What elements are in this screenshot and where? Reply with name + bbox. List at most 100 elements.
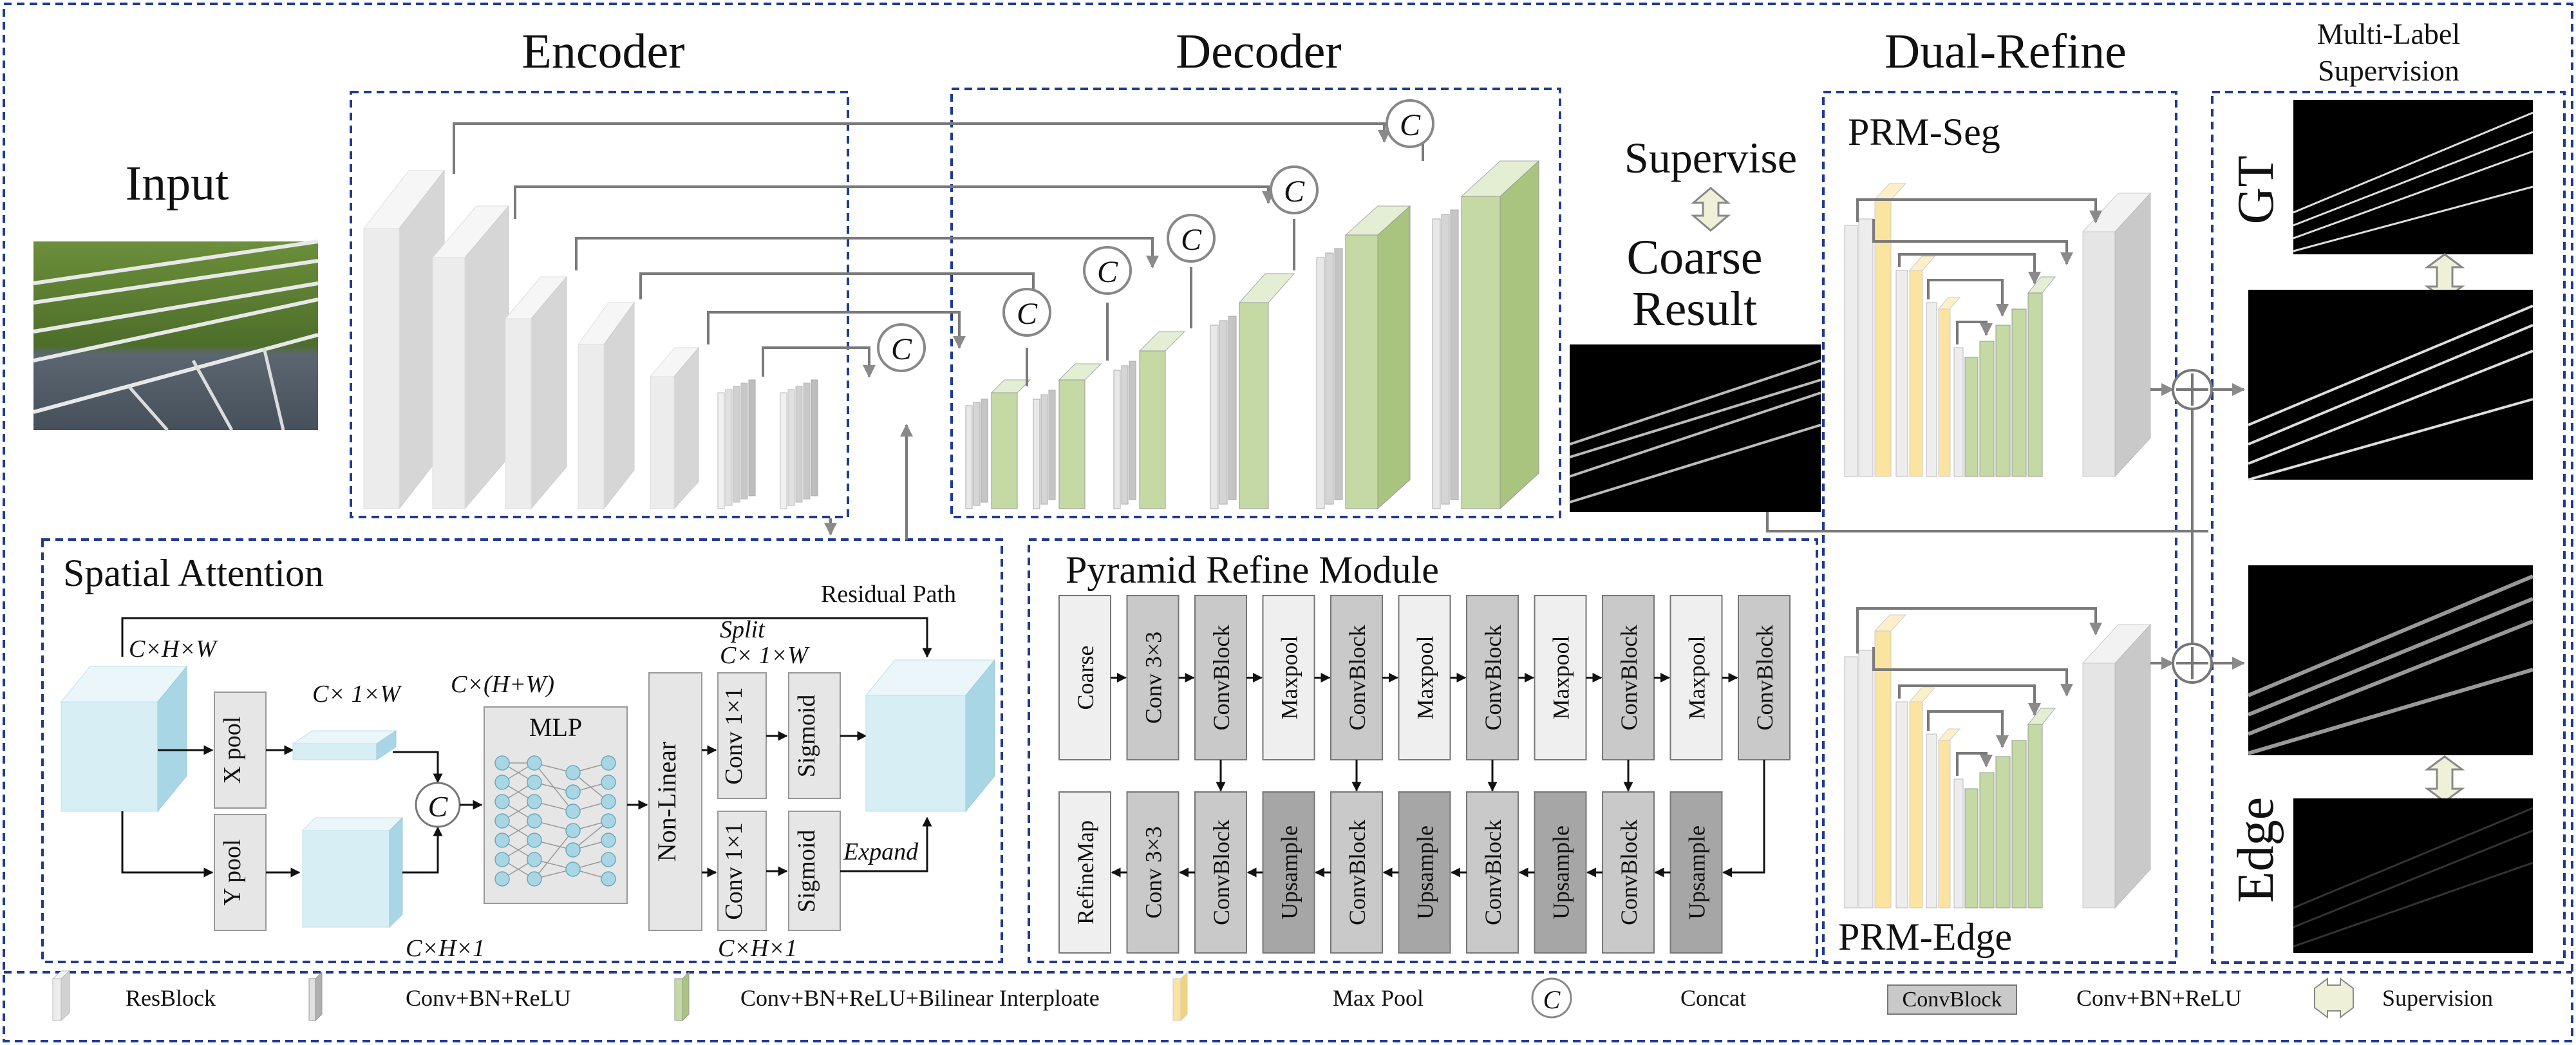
x-pool-feature bbox=[292, 730, 397, 760]
prm-top-box-10: ConvBlock bbox=[1738, 595, 1791, 760]
svg-text:Conv 1×1: Conv 1×1 bbox=[720, 687, 747, 784]
prm-bottom-box-1: Conv 3×3 bbox=[1126, 791, 1180, 954]
legend-supervision: Supervision bbox=[2314, 977, 2493, 1019]
prm-bottom-box-4: ConvBlock bbox=[1330, 791, 1383, 954]
svg-text:C: C bbox=[1097, 255, 1118, 289]
prm-top-box-3: Maxpool bbox=[1262, 595, 1315, 760]
svg-text:Supervision: Supervision bbox=[2382, 985, 2493, 1011]
svg-text:Conv 1×1: Conv 1×1 bbox=[720, 822, 747, 919]
svg-text:C: C bbox=[891, 332, 912, 366]
prm-top-box-2: ConvBlock bbox=[1194, 595, 1247, 760]
decoder-stage-3 bbox=[1113, 331, 1186, 509]
prm-bottom-label-8: ConvBlock bbox=[1616, 820, 1642, 925]
dim-ch1b: C×H×1 bbox=[718, 935, 797, 962]
decoder-stage-1 bbox=[965, 379, 1031, 509]
svg-text:MLP: MLP bbox=[529, 713, 582, 742]
conv1x1-bottom: Conv 1×1 bbox=[717, 811, 767, 931]
prm-top-label-9: Maxpool bbox=[1684, 636, 1710, 720]
prm-bottom-label-7: Upsample bbox=[1548, 825, 1574, 919]
concat-node-2: C bbox=[1270, 165, 1319, 214]
prm-bottom-label-4: ConvBlock bbox=[1344, 820, 1370, 925]
input-title: Input bbox=[126, 156, 229, 211]
sum-node-edge bbox=[2172, 643, 2213, 684]
prm-bottom-label-9: Upsample bbox=[1684, 825, 1710, 919]
residual-path bbox=[121, 617, 932, 658]
svg-text:C: C bbox=[1543, 985, 1561, 1014]
encoder-resblock-1 bbox=[362, 169, 446, 510]
supervision-arrow-coarse bbox=[1690, 187, 1731, 232]
sum-nodes bbox=[2150, 369, 2245, 684]
prm-bottom-box-7: Upsample bbox=[1534, 791, 1587, 954]
dual-refine-frame bbox=[1822, 91, 2177, 964]
prm-bottom-label-6: ConvBlock bbox=[1480, 820, 1506, 925]
prm-top-box-0: Coarse bbox=[1058, 595, 1111, 760]
legend-conv-bilinear: Conv+BN+ReLU+Bilinear Interploate bbox=[674, 971, 1100, 1022]
svg-text:Max Pool: Max Pool bbox=[1333, 985, 1424, 1011]
pyramid-refine-frame bbox=[1028, 538, 1818, 963]
svg-text:Y pool: Y pool bbox=[219, 839, 246, 905]
legend-conv-bn-relu: Conv+BN+ReLU bbox=[308, 971, 571, 1022]
prm-seg-label: PRM-Seg bbox=[1848, 111, 2000, 153]
residual-path-label: Residual Path bbox=[821, 581, 956, 608]
encoder-resblock-4 bbox=[578, 301, 635, 510]
svg-text:Conv+BN+ReLU+Bilinear Interplo: Conv+BN+ReLU+Bilinear Interploate bbox=[740, 985, 1100, 1011]
mlp-box: MLP bbox=[484, 706, 628, 904]
prm-top-label-10: ConvBlock bbox=[1752, 625, 1778, 730]
output-feature-cube bbox=[865, 659, 996, 813]
svg-text:C: C bbox=[1284, 174, 1305, 209]
prm-top-box-8: ConvBlock bbox=[1602, 595, 1655, 760]
non-linear-box: Non-Linear bbox=[648, 672, 702, 931]
prm-top-label-3: Maxpool bbox=[1277, 636, 1302, 720]
decoder-stage-6 bbox=[1432, 160, 1540, 510]
prm-top-label-4: ConvBlock bbox=[1344, 625, 1370, 730]
dim-chw: C×H×W bbox=[129, 635, 218, 663]
svg-text:Conv+BN+ReLU: Conv+BN+ReLU bbox=[406, 985, 571, 1011]
prm-bottom-box-3: Upsample bbox=[1262, 791, 1315, 954]
legend-max-pool: Max Pool bbox=[1172, 971, 1424, 1022]
prm-top-label-5: Maxpool bbox=[1413, 636, 1438, 720]
dual-refine-title: Dual-Refine bbox=[1885, 24, 2127, 79]
svg-text:C: C bbox=[1181, 223, 1202, 257]
encoder-conv-stack-1 bbox=[717, 379, 756, 509]
sigmoid-top: Sigmoid bbox=[788, 672, 841, 799]
prm-top-box-4: ConvBlock bbox=[1330, 595, 1383, 760]
prm-bottom-label-2: ConvBlock bbox=[1208, 820, 1234, 925]
coarse-result-image bbox=[1569, 344, 1821, 512]
gt-label: GT bbox=[2228, 156, 2284, 225]
prm-top-label-2: ConvBlock bbox=[1208, 625, 1234, 730]
svg-text:C: C bbox=[1017, 297, 1038, 331]
decoder-stage-2 bbox=[1033, 363, 1102, 509]
dim-c1w: C× 1×W bbox=[312, 681, 402, 708]
prm-top-label-8: ConvBlock bbox=[1616, 625, 1642, 730]
prm-top-box-6: ConvBlock bbox=[1466, 595, 1519, 760]
prm-bottom-box-8: ConvBlock bbox=[1602, 791, 1655, 954]
prm-bottom-label-1: Conv 3×3 bbox=[1141, 826, 1167, 918]
legend-resblock: ResBlock bbox=[52, 970, 216, 1022]
svg-text:X pool: X pool bbox=[219, 717, 246, 784]
prm-arrows bbox=[1111, 673, 1765, 878]
concat-node-1: C bbox=[1386, 99, 1434, 148]
prm-seg-skips bbox=[1856, 198, 2102, 344]
mlp-nodes bbox=[494, 755, 616, 887]
decoder-stage-5 bbox=[1316, 205, 1411, 510]
encoder-title: Encoder bbox=[522, 24, 684, 79]
decoder-frame bbox=[950, 88, 1561, 518]
prm-top-box-1: Conv 3×3 bbox=[1126, 595, 1180, 760]
concat-nodes: C C C C C C bbox=[877, 99, 1434, 372]
prm-top-label-0: Coarse bbox=[1073, 646, 1098, 710]
mlp-network-icon bbox=[502, 762, 609, 880]
supervision-arrow-edge bbox=[2424, 755, 2465, 803]
concat-node-5: C bbox=[1002, 288, 1051, 337]
spatial-attention-title: Spatial Attention bbox=[63, 552, 324, 594]
encoder-resblock-3 bbox=[504, 276, 568, 510]
svg-text:Concat: Concat bbox=[1680, 985, 1746, 1011]
svg-text:C: C bbox=[1400, 108, 1421, 142]
svg-text:ConvBlock: ConvBlock bbox=[1903, 988, 2002, 1012]
decoder-stage-4 bbox=[1210, 273, 1295, 509]
svg-text:Sigmoid: Sigmoid bbox=[793, 830, 820, 913]
prm-bottom-box-6: ConvBlock bbox=[1466, 791, 1519, 954]
concat-node-4: C bbox=[1083, 246, 1132, 295]
sum-node-seg bbox=[2172, 369, 2213, 410]
y-pool-box: Y pool bbox=[214, 814, 267, 931]
